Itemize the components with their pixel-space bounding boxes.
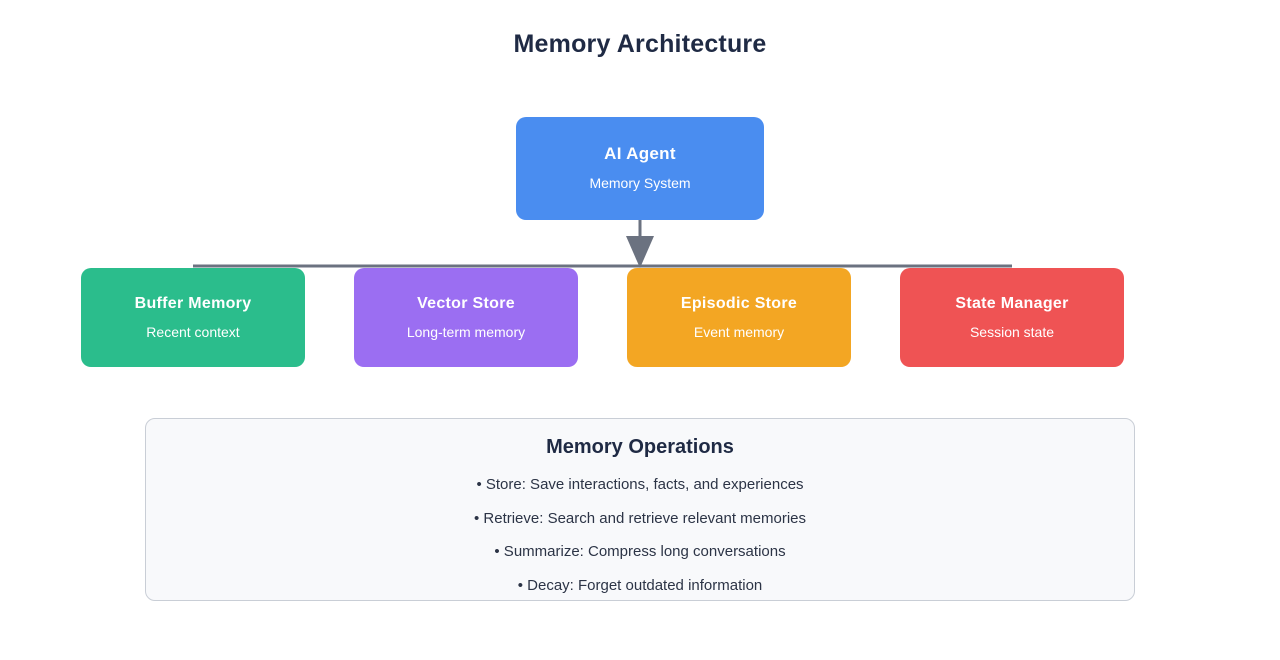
memory-operations-title: Memory Operations (546, 436, 734, 458)
node-state-manager[interactable]: State Manager Session state (900, 268, 1124, 367)
down-arrow-icon (626, 236, 654, 268)
node-ai-agent-subtitle: Memory System (589, 175, 691, 192)
node-buffer-memory[interactable]: Buffer Memory Recent context (81, 268, 305, 367)
node-vector-store[interactable]: Vector Store Long-term memory (354, 268, 578, 367)
node-buffer-memory-title: Buffer Memory (134, 294, 252, 312)
memory-operation-item: • Decay: Forget outdated information (517, 576, 763, 594)
memory-operation-item: • Retrieve: Search and retrieve relevant… (473, 509, 807, 527)
node-buffer-memory-subtitle: Recent context (146, 324, 240, 341)
node-episodic-store-subtitle: Event memory (693, 324, 785, 341)
node-vector-store-title: Vector Store (417, 294, 515, 312)
memory-operation-item: • Store: Save interactions, facts, and e… (476, 476, 804, 493)
node-episodic-store-title: Episodic Store (680, 294, 798, 312)
node-state-manager-title: State Manager (955, 294, 1069, 312)
memory-operations-panel: Memory Operations • Store: Save interact… (145, 418, 1135, 601)
node-state-manager-subtitle: Session state (969, 324, 1055, 341)
node-ai-agent[interactable]: AI Agent Memory System (516, 117, 764, 220)
memory-operation-item: • Summarize: Compress long conversations (494, 543, 786, 560)
node-vector-store-subtitle: Long-term memory (406, 324, 526, 341)
node-episodic-store[interactable]: Episodic Store Event memory (627, 268, 851, 367)
node-ai-agent-title: AI Agent (604, 144, 676, 164)
page-title: Memory Architecture (513, 30, 767, 58)
